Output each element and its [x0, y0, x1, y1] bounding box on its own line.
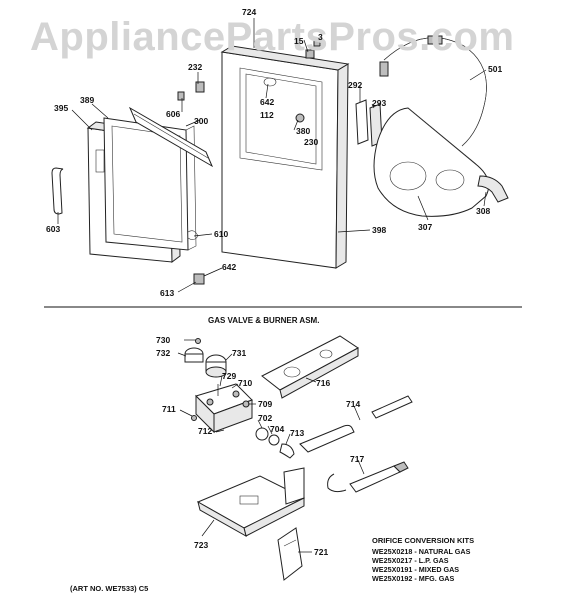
callout-709: 709: [258, 399, 272, 409]
callout-380: 380: [296, 126, 310, 136]
callout-642-lower: 642: [222, 262, 236, 272]
callout-702: 702: [258, 413, 272, 423]
callout-389: 389: [80, 95, 94, 105]
drum-support-ring: [379, 35, 487, 147]
door-gasket: [128, 106, 214, 168]
leader-lines: [57, 18, 487, 553]
section-title: GAS VALVE & BURNER ASM.: [208, 316, 319, 325]
manifold-tube: [299, 395, 413, 453]
callout-716: 716: [316, 378, 330, 388]
art-number: (ART NO. WE7533) C5: [70, 584, 148, 593]
callout-300: 300: [194, 116, 208, 126]
callout-714: 714: [346, 399, 360, 409]
orifice-kit-row: WE25X0218 - NATURAL GAS: [372, 547, 471, 556]
blower-duct: [373, 107, 490, 217]
burner-716: [261, 335, 359, 399]
callout-501: 501: [488, 64, 502, 74]
callout-711: 711: [162, 404, 176, 414]
callout-729: 729: [222, 371, 236, 381]
bracket-721: [277, 527, 303, 581]
gas-valve-body: [195, 383, 253, 434]
valve-coil-731: [205, 354, 227, 378]
callout-731: 731: [232, 348, 246, 358]
callout-730: 730: [156, 335, 170, 345]
door-handle: [51, 167, 64, 215]
callout-308: 308: [476, 206, 490, 216]
callout-606: 606: [166, 109, 180, 119]
valve-fittings: [217, 384, 250, 408]
callout-724: 724: [242, 7, 256, 17]
callout-3: 3: [318, 32, 323, 42]
callout-717: 717: [350, 454, 364, 464]
orifice-kit-row: WE25X0192 - MFG. GAS: [372, 574, 454, 583]
callout-710: 710: [238, 378, 252, 388]
callout-395: 395: [54, 103, 68, 113]
valve-coil-732: [184, 347, 204, 363]
valve-outlet-fittings: [255, 427, 295, 459]
callout-704: 704: [270, 424, 284, 434]
callout-732: 732: [156, 348, 170, 358]
callout-721: 721: [314, 547, 328, 557]
callout-610: 610: [214, 229, 228, 239]
door-hinge-parts: [187, 230, 205, 285]
callout-232: 232: [188, 62, 202, 72]
callout-642-upper: 642: [260, 97, 274, 107]
hinge-screw: [177, 81, 205, 101]
callout-292: 292: [348, 80, 362, 90]
screw-730: [184, 338, 201, 344]
orifice-kits-title: ORIFICE CONVERSION KITS: [372, 536, 474, 545]
watermark-text: AppliancePartsPros.com: [30, 15, 515, 59]
bracket-292: [355, 99, 383, 147]
callout-labels-bottom: 730 731 732 729 710 716 709 711 702 714 …: [156, 335, 364, 557]
callout-112: 112: [260, 110, 274, 120]
callout-230: 230: [304, 137, 318, 147]
duct-hose: [477, 175, 509, 203]
callout-712: 712: [198, 426, 212, 436]
callout-398: 398: [372, 225, 386, 235]
callout-713: 713: [290, 428, 304, 438]
screw-711: [191, 415, 197, 421]
orifice-kits-table: ORIFICE CONVERSION KITS WE25X0218 - NATU…: [372, 536, 474, 583]
callout-307: 307: [418, 222, 432, 232]
front-panel: [220, 45, 350, 269]
orifice-kit-row: WE25X0217 - L.P. GAS: [372, 556, 449, 565]
callout-723: 723: [194, 540, 208, 550]
callout-613: 613: [160, 288, 174, 298]
orifice-kit-row: WE25X0191 - MIXED GAS: [372, 565, 459, 574]
callout-603: 603: [46, 224, 60, 234]
callout-15: 15: [294, 36, 304, 46]
callout-labels-top: 724 15 3 232 395 389 606 300 642 112 380…: [46, 7, 502, 298]
burner-bracket-723: [196, 467, 306, 538]
igniter-717: [327, 461, 409, 493]
callout-293: 293: [372, 98, 386, 108]
